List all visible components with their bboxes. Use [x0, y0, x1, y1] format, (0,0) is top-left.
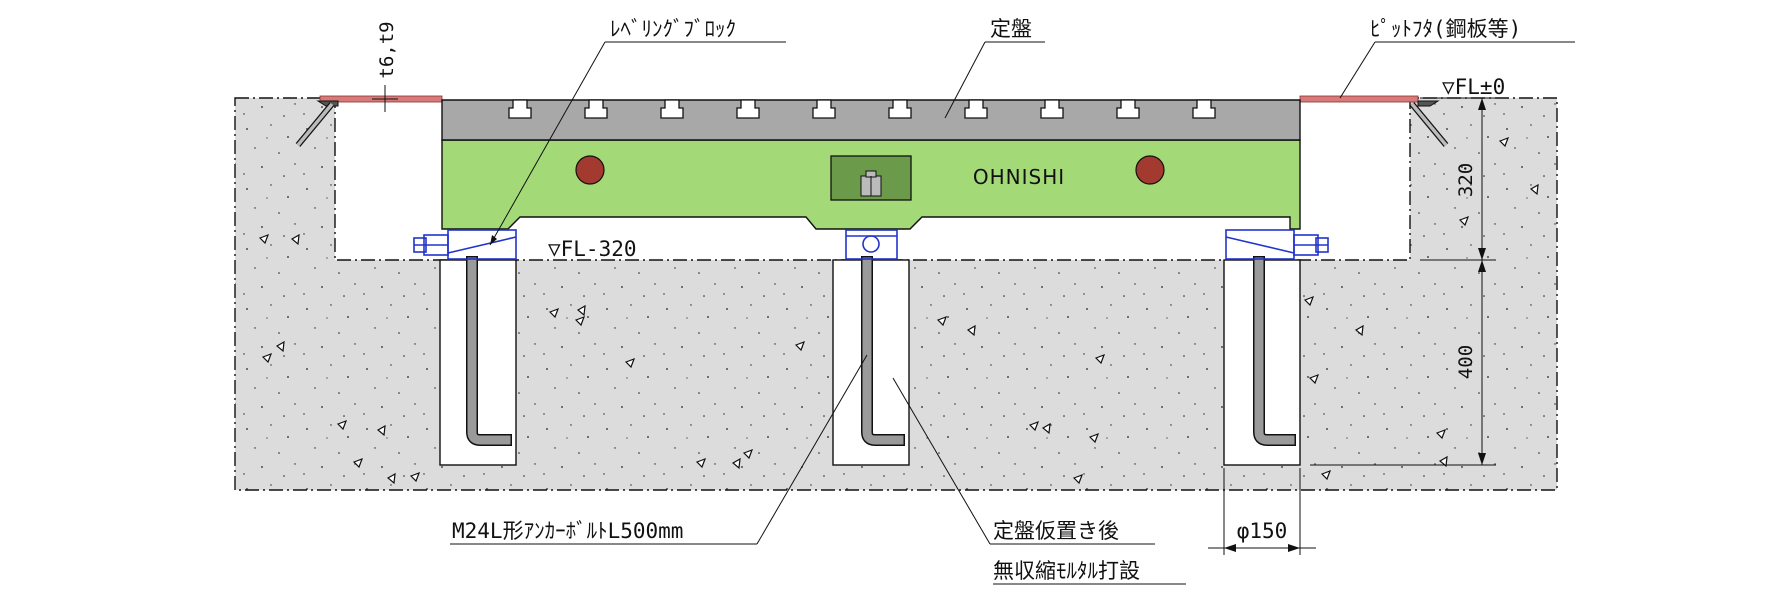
callout-anchor-bolt: M24L形ｱﾝｶｰﾎﾞﾙﾄL500mm — [450, 354, 868, 545]
callout-grout: 定盤仮置き後 無収縮ﾓﾙﾀﾙ打設 — [892, 377, 1186, 585]
level-fl-minus-320: ▽FL-320 — [548, 237, 637, 261]
dimension-thickness: t6,t9 — [372, 21, 398, 112]
level-fl-zero: ▽FL±0 — [1442, 75, 1505, 99]
bolt-hole-right-icon — [1135, 155, 1165, 185]
t-slot — [1192, 99, 1216, 119]
t-slot — [1116, 99, 1140, 119]
dimension-diameter: φ150 — [1208, 468, 1316, 555]
dimension-320: 320 — [1455, 163, 1477, 197]
t-slot — [964, 99, 988, 119]
callout-leveling-block: ﾚﾍﾞﾘﾝｸﾞﾌﾞﾛｯｸ — [489, 17, 786, 246]
anchor-pocket-left — [439, 256, 517, 466]
anchor-pocket-right — [1223, 256, 1301, 466]
leveling-block-right — [1225, 229, 1329, 260]
surface-plate: OHNISHI — [441, 99, 1301, 230]
dimension-vertical: 320 400 — [1310, 97, 1496, 466]
t-slot — [508, 99, 532, 119]
nut-icon — [860, 170, 882, 197]
label-grout-line2: 無収縮ﾓﾙﾀﾙ打設 — [993, 559, 1140, 583]
brand-label: OHNISHI — [973, 165, 1065, 189]
label-surface-plate: 定盤 — [990, 17, 1032, 41]
diameter-label: φ150 — [1237, 519, 1288, 543]
label-leveling-block: ﾚﾍﾞﾘﾝｸﾞﾌﾞﾛｯｸ — [610, 17, 736, 41]
label-anchor-bolt: M24L形ｱﾝｶｰﾎﾞﾙﾄL500mm — [452, 519, 683, 543]
t-slot — [660, 99, 684, 119]
t-slot — [812, 99, 836, 119]
t-slot — [1040, 99, 1064, 119]
thickness-label: t6,t9 — [376, 21, 398, 78]
leveling-block-center — [845, 229, 898, 260]
label-grout-line1: 定盤仮置き後 — [993, 519, 1119, 543]
leveling-block-left — [413, 229, 517, 260]
t-slot — [584, 99, 608, 119]
pit-cover-right — [1299, 95, 1449, 147]
t-slot — [736, 99, 760, 119]
dimension-400: 400 — [1455, 345, 1477, 379]
anchor-pocket-center — [832, 256, 910, 466]
callout-pit-cover: ﾋﾟｯﾄﾌﾀ(鋼板等) — [1339, 17, 1575, 99]
bolt-hole-left-icon — [575, 155, 605, 185]
label-pit-cover: ﾋﾟｯﾄﾌﾀ(鋼板等) — [1370, 17, 1521, 41]
t-slot — [888, 99, 912, 119]
callout-surface-plate: 定盤 — [944, 17, 1045, 119]
